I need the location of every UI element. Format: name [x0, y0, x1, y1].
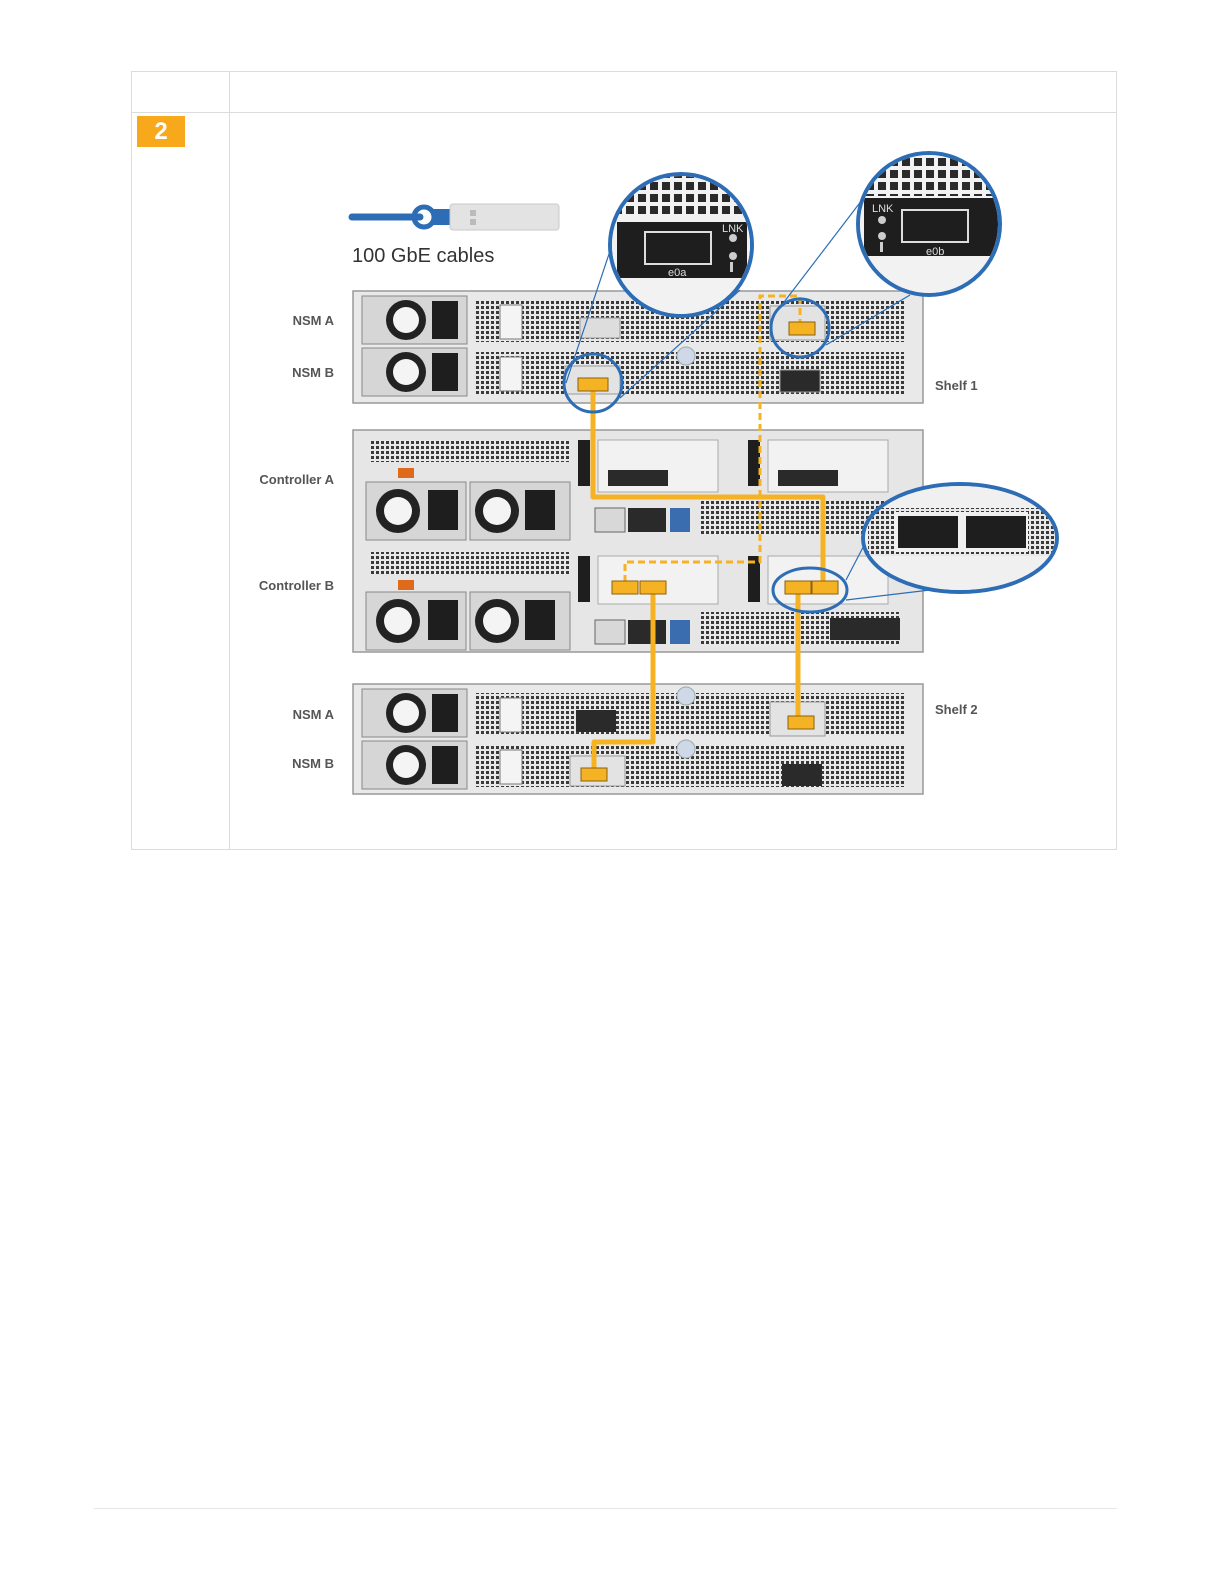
shelf-2-chassis [353, 684, 923, 794]
label-controller-b: Controller B [259, 578, 334, 593]
port-label-e0b: e0b [926, 246, 944, 258]
cable-caption: 100 GbE cables [352, 245, 494, 267]
cabling-diagram: 100 GbE cables NSM A NSM B Controller A … [0, 0, 1224, 860]
port-label-e0a: e0a [668, 267, 687, 279]
cable-illustration [352, 204, 559, 230]
footer-divider [94, 1508, 1117, 1509]
label-shelf2-nsm-a: NSM A [293, 707, 335, 722]
label-shelf1-nsm-a: NSM A [293, 313, 335, 328]
label-shelf-2: Shelf 2 [935, 702, 978, 717]
label-shelf1-nsm-b: NSM B [292, 365, 334, 380]
controller-chassis [353, 430, 923, 652]
callout-e0b: LNK e0b [856, 152, 1006, 306]
shelf-1-chassis [353, 291, 923, 403]
label-shelf2-nsm-b: NSM B [292, 756, 334, 771]
callout-lnk-left: LNK [722, 223, 744, 235]
callout-lnk-right: LNK [872, 203, 894, 215]
label-controller-a: Controller A [259, 472, 334, 487]
label-shelf-1: Shelf 1 [935, 378, 978, 393]
